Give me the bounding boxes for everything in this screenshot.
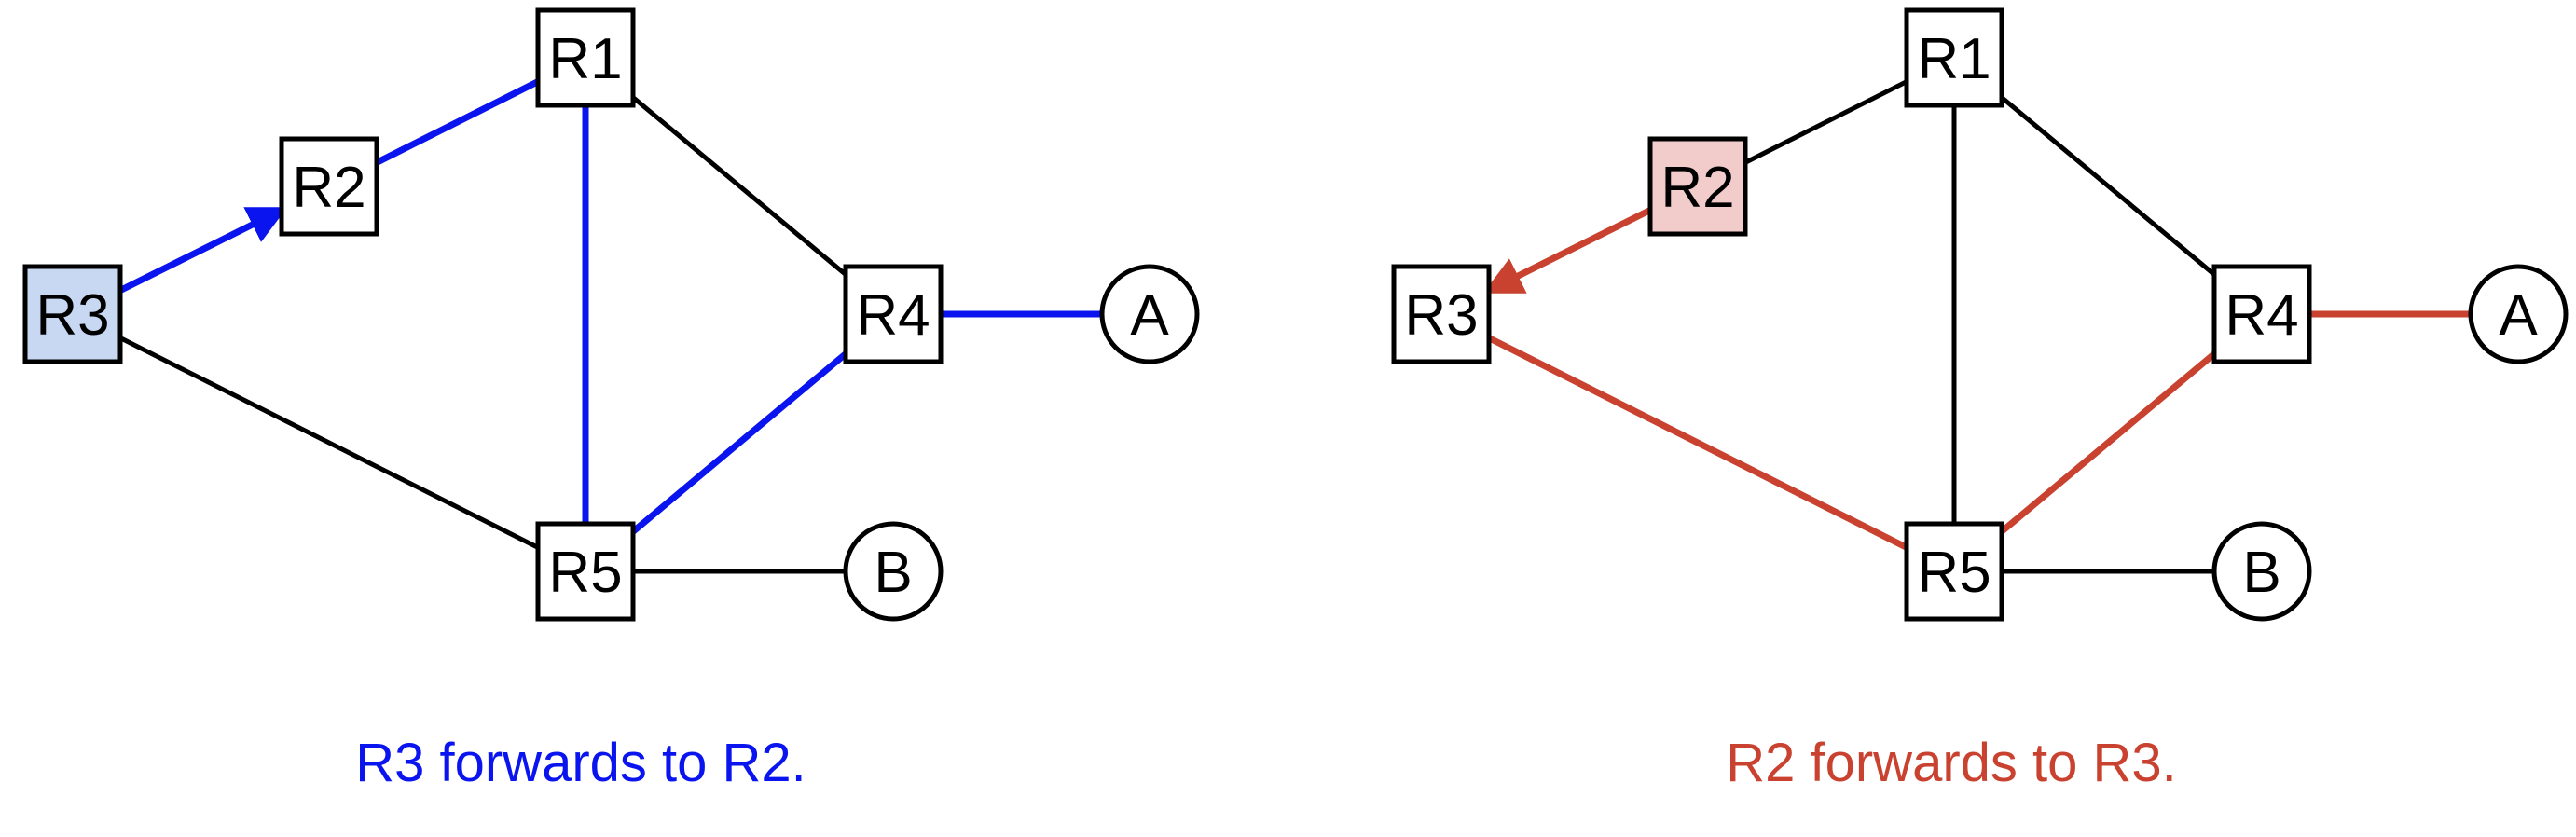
host-a: A [1099, 264, 1200, 364]
node-label: R1 [548, 27, 622, 91]
node-label: R3 [1404, 283, 1478, 348]
edge-r5-r4 [583, 311, 896, 574]
edge-r5-r4 [1951, 311, 2265, 574]
router-box [1391, 264, 1492, 364]
router-box [843, 264, 944, 364]
router-box [1647, 136, 1748, 237]
router-box [535, 521, 636, 622]
node-label: R2 [1660, 156, 1734, 220]
router-r1: R1 [1904, 7, 2004, 108]
edge-r3-r5 [71, 311, 587, 574]
left-caption: R3 forwards to R2. [355, 733, 806, 793]
router-r5: R5 [535, 521, 636, 622]
router-box [279, 136, 379, 237]
host-a: A [2468, 264, 2569, 364]
node-label: R5 [1917, 541, 1991, 605]
host-circle [1099, 264, 1200, 364]
host-circle [843, 521, 944, 622]
right-caption: R2 forwards to R3. [1726, 733, 2177, 793]
host-circle [2211, 521, 2312, 622]
node-label: R1 [1917, 27, 1991, 91]
host-b: B [2211, 521, 2312, 622]
host-b: B [843, 521, 944, 622]
router-r2: R2 [279, 136, 379, 237]
node-label: B [2242, 541, 2280, 605]
router-box [535, 7, 636, 108]
edge-r3-r5 [1440, 310, 1956, 575]
node-label: R2 [292, 156, 365, 220]
node-label: R5 [548, 541, 622, 605]
router-r2: R2 [1647, 136, 1748, 237]
router-r3: R3 [22, 264, 123, 364]
edge-r1-r4 [584, 56, 895, 316]
router-r3: R3 [1391, 264, 1492, 364]
router-box [22, 264, 123, 364]
router-box [1904, 7, 2004, 108]
host-circle [2468, 264, 2569, 364]
node-label: R4 [2225, 283, 2298, 348]
router-box [1904, 521, 2004, 622]
node-label: R4 [856, 283, 930, 348]
router-r5: R5 [1904, 521, 2004, 622]
router-box [2211, 264, 2312, 364]
router-r4: R4 [843, 264, 944, 364]
edge-r1-r4 [1952, 56, 2264, 316]
router-r4: R4 [2211, 264, 2312, 364]
node-label: R3 [35, 283, 109, 348]
router-r1: R1 [535, 7, 636, 108]
node-label: A [1130, 283, 1169, 348]
node-label: A [2499, 283, 2538, 348]
node-label: B [874, 541, 912, 605]
